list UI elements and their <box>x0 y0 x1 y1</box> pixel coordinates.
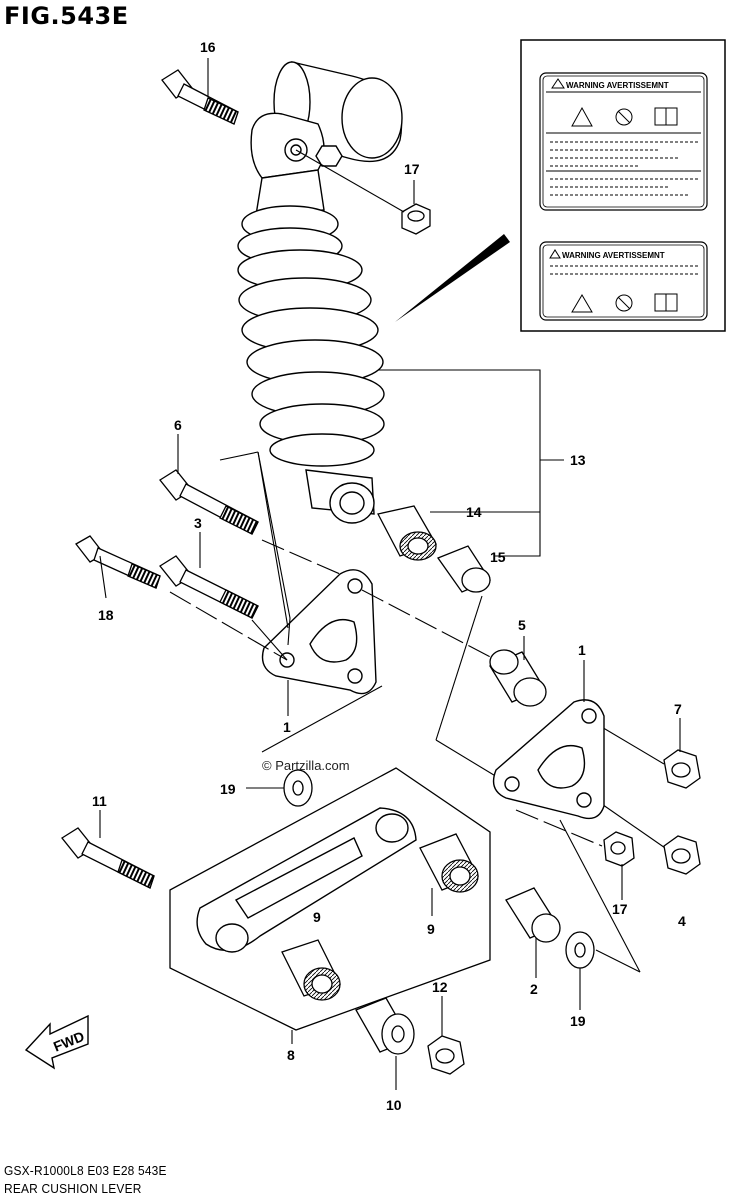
callout-6: 6 <box>174 417 182 433</box>
callout-18: 18 <box>98 607 114 623</box>
hazard-icon <box>571 294 593 313</box>
callout-15: 15 <box>490 549 506 565</box>
bolt-18 <box>75 535 161 589</box>
callout-17-top: 17 <box>404 161 420 177</box>
figure-title: FIG.543E <box>4 2 129 30</box>
callout-4: 4 <box>678 913 686 929</box>
bracket-1-right <box>492 699 605 820</box>
callout-13: 13 <box>570 452 586 468</box>
nut-7 <box>663 749 701 789</box>
bolt-16 <box>161 69 239 125</box>
cushion-rod <box>196 807 417 953</box>
nut-17-top <box>401 203 431 235</box>
bearing-9 <box>419 833 479 893</box>
footer-section-name: REAR CUSHION LEVER <box>4 1181 142 1196</box>
callout-11: 11 <box>92 793 107 809</box>
bolt-6 <box>159 469 259 535</box>
footer-model-line: GSX-R1000L8 E03 E28 543E <box>4 1163 167 1178</box>
washer-19-left <box>283 769 313 807</box>
collar-5 <box>489 649 547 707</box>
spacer-2 <box>505 887 561 943</box>
bearing-lower <box>281 939 341 1001</box>
warning-triangle-icon <box>549 249 561 259</box>
callout-numbers: 16 17 6 3 18 13 14 15 5 1 1 7 19 11 9 9 … <box>92 39 686 1113</box>
guide-lines <box>169 451 669 973</box>
hazard-icon <box>571 106 593 127</box>
cushion-lever-group <box>169 767 491 1031</box>
callout-5: 5 <box>518 617 526 633</box>
callout-leaders <box>99 58 681 1090</box>
top-nut <box>315 145 343 167</box>
callout-9-rod: 9 <box>313 909 321 925</box>
warning-label-2-heading: WARNING AVERTISSEMNT <box>562 251 665 260</box>
callout-1-left: 1 <box>283 719 291 735</box>
callout-1-right: 1 <box>578 642 586 658</box>
callout-8: 8 <box>287 1047 295 1063</box>
callout-16: 16 <box>200 39 216 55</box>
callout-2: 2 <box>530 981 538 997</box>
rear-shock-absorber <box>237 61 403 524</box>
warning-label-1: WARNING AVERTISSEMNT <box>539 72 708 211</box>
label-pointer-arrow <box>395 234 510 322</box>
collar-10 <box>355 997 415 1055</box>
partzilla-watermark: © Partzilla.com <box>262 758 350 773</box>
callout-10: 10 <box>386 1097 402 1113</box>
warning-label-2: WARNING AVERTISSEMNT <box>539 241 708 321</box>
washer-19-right <box>565 931 595 969</box>
fwd-arrow-icon: FWD <box>24 1014 89 1070</box>
callout-9-bearing: 9 <box>427 921 435 937</box>
callout-12: 12 <box>432 979 448 995</box>
shock-spring <box>237 249 385 467</box>
callout-3: 3 <box>194 515 202 531</box>
callout-7: 7 <box>674 701 682 717</box>
warning-triangle-icon <box>551 78 565 89</box>
callout-14: 14 <box>466 504 482 520</box>
collar-15 <box>436 545 491 593</box>
nut-12 <box>427 1035 465 1075</box>
bushing-14 <box>377 505 437 561</box>
callout-19-left: 19 <box>220 781 236 797</box>
bolt-3 <box>159 555 259 619</box>
callout-19-right: 19 <box>570 1013 586 1029</box>
callout-17-lower: 17 <box>612 901 628 917</box>
nut-4 <box>663 835 701 875</box>
bracket-1-left <box>261 569 377 695</box>
warning-label-box: WARNING AVERTISSEMNT <box>395 39 726 332</box>
bolt-11 <box>61 827 155 889</box>
warning-label-1-heading: WARNING AVERTISSEMNT <box>566 81 669 90</box>
nut-17-lower <box>603 831 635 867</box>
